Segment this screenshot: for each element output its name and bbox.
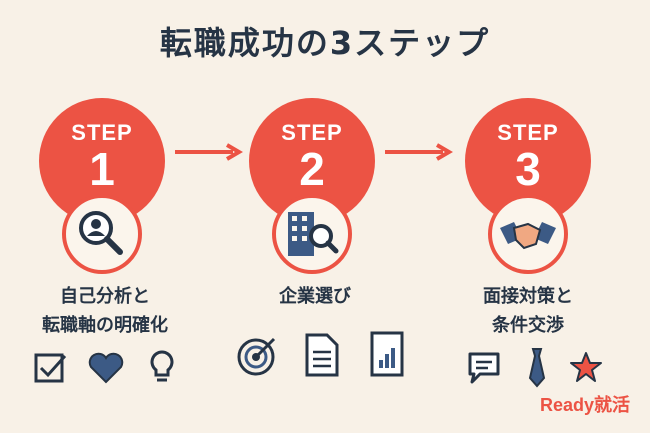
step-1-line2: 転職軸の明確化: [42, 315, 168, 336]
speech-bubble-icon: [468, 352, 500, 384]
step-2-text: 企業選び: [225, 282, 405, 311]
magnifier-person-icon: [79, 211, 123, 255]
document-icon: [305, 333, 339, 377]
step-1-label: STEP: [71, 120, 133, 145]
step-1-text: 自己分析と 転職軸の明確化: [15, 282, 195, 340]
brand-logo: Ready就活: [539, 395, 630, 415]
lightbulb-icon: [150, 350, 174, 382]
step-3-icon-circle: [488, 194, 568, 274]
step-2-icon-circle: [272, 194, 352, 274]
step-3-label: STEP: [497, 120, 559, 145]
chart-doc-icon: [370, 331, 404, 377]
step-3-line1: 面接対策と: [483, 286, 573, 307]
arrow-right-icon: [385, 143, 453, 161]
heart-icon: [88, 352, 124, 384]
star-icon: [570, 352, 602, 382]
checkbox-icon: [34, 353, 67, 383]
step-3-line2: 条件交渉: [492, 315, 564, 336]
step-2-line1: 企業選び: [279, 286, 351, 307]
step-2-label: STEP: [281, 120, 343, 145]
building-search-icon: [288, 212, 339, 256]
target-icon: [237, 337, 276, 376]
page-title: 転職成功の3ステップ: [159, 24, 491, 62]
step-2-number: 2: [299, 143, 325, 195]
necktie-icon: [528, 348, 546, 388]
arrow-right-icon: [175, 143, 243, 161]
step-3-number: 3: [515, 143, 541, 195]
step-3-text: 面接対策と 条件交渉: [438, 282, 618, 340]
handshake-icon: [500, 222, 556, 250]
step-1-number: 1: [89, 143, 115, 195]
step-1-line1: 自己分析と: [60, 286, 150, 307]
step-1-icon-circle: [62, 194, 142, 274]
